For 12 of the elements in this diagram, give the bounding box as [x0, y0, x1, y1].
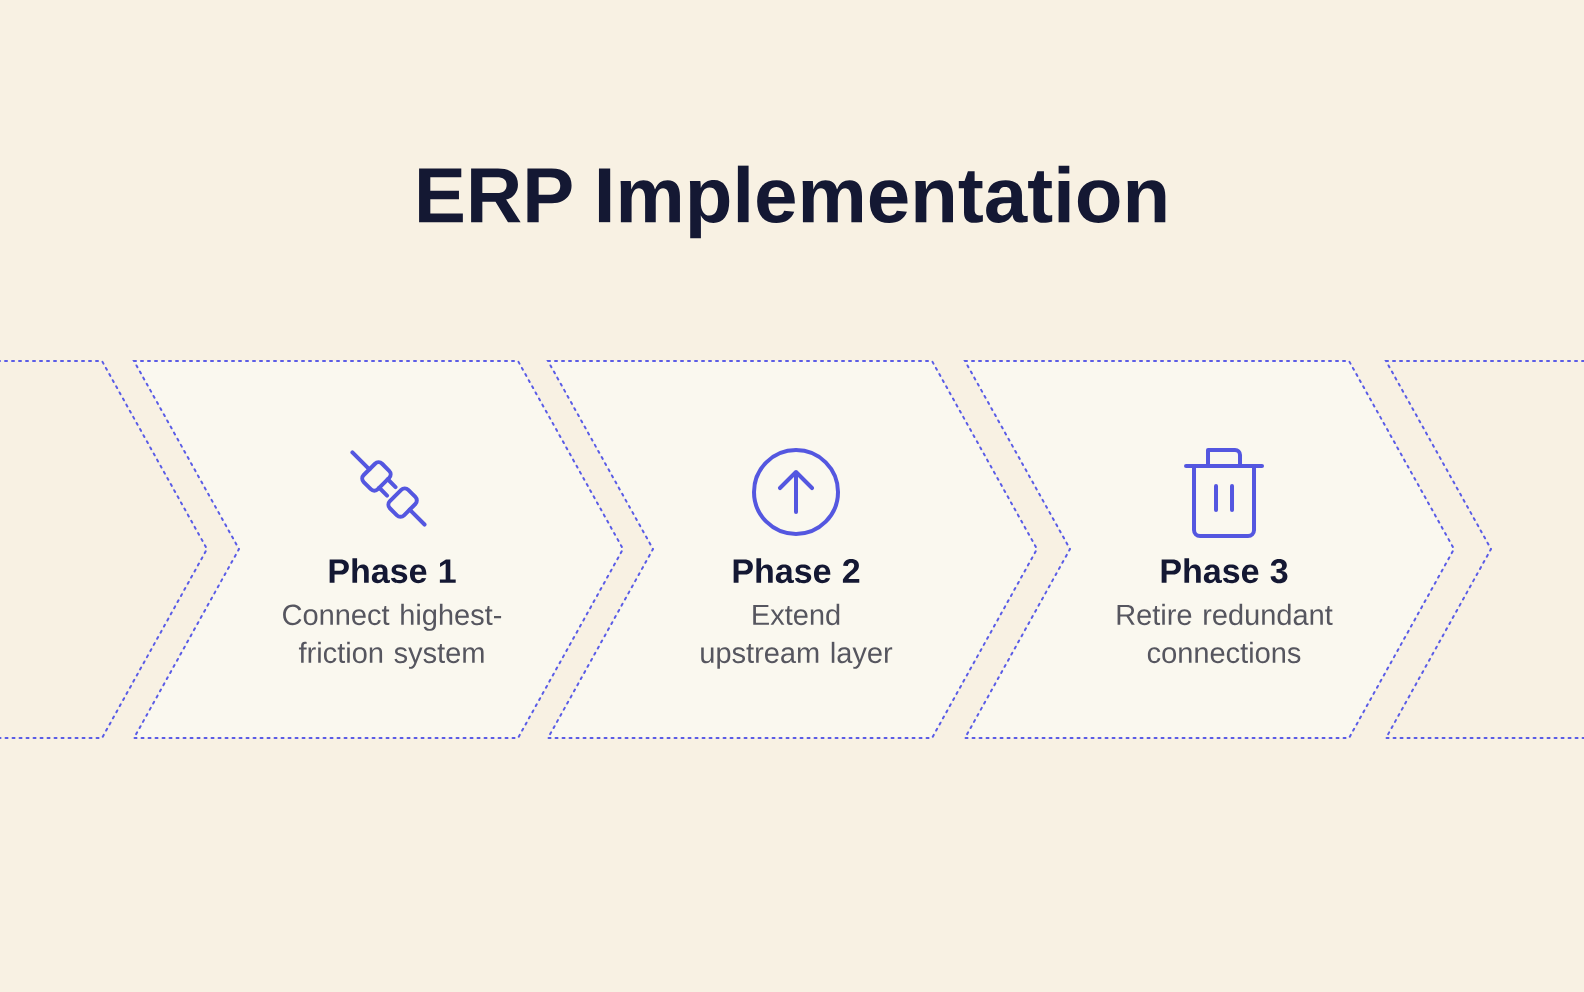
phase-description: Retire redundant connections [1117, 603, 1333, 664]
chevron-outline [0, 360, 209, 739]
phase-heading: Phase 3 [1161, 558, 1288, 584]
phase-description: Connect highest-friction system [283, 603, 502, 669]
chevron-panel [132, 360, 625, 739]
chevron-panel [963, 360, 1456, 739]
title: ERP Implementation [419, 165, 1166, 239]
chevron-outline [1384, 360, 1584, 739]
chevron-panel [546, 360, 1039, 739]
phase-heading: Phase 2 [733, 558, 860, 584]
phase-description: Extend upstream layer [701, 603, 893, 669]
phase-heading: Phase 1 [329, 558, 456, 584]
